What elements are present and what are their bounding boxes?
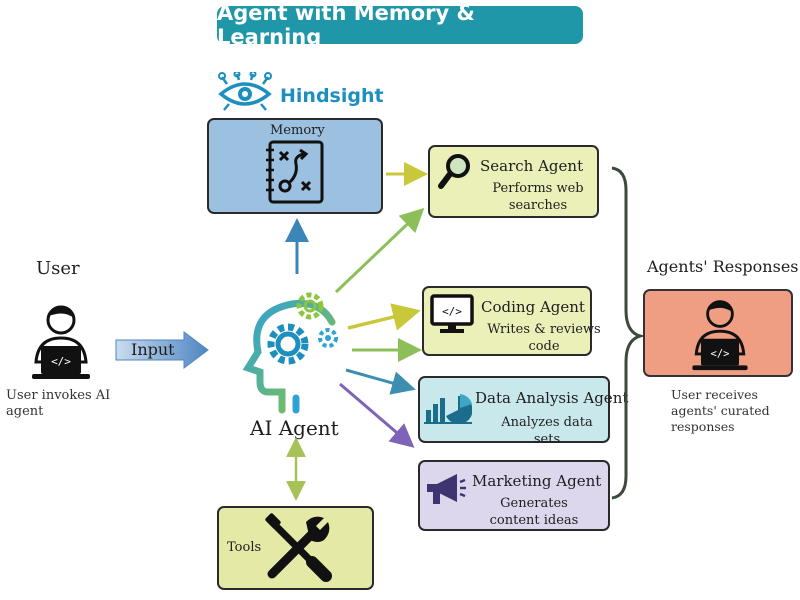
responses-heading: Agents' Responses — [647, 257, 799, 276]
ai-agent-label: AI Agent — [250, 416, 339, 440]
responses-caption-line2: agents' curated — [671, 403, 770, 418]
marketing-agent-title: Marketing Agent — [472, 472, 602, 490]
brand-name: Hindsight — [280, 85, 384, 107]
wrench-screwdriver-icon — [265, 513, 332, 582]
input-label: Input — [131, 340, 175, 359]
code-monitor-icon: </> — [430, 294, 474, 333]
user-caption-line1: User invokes AI — [6, 388, 111, 403]
coding-agent-desc-line2: code — [528, 339, 560, 354]
agent-to-search-arrow — [334, 207, 425, 294]
data-analysis-agent-desc: Analyzes data sets — [501, 415, 593, 447]
search-agent-desc-line1: Performs web — [492, 181, 584, 196]
bar-pie-chart-icon — [424, 394, 472, 424]
agent-to-data-arrow — [345, 368, 416, 395]
magnifier-icon — [438, 154, 470, 189]
data-analysis-agent-title: Data Analysis Agent — [475, 389, 629, 407]
svg-text:</>: </> — [711, 348, 730, 360]
svg-text:</>: </> — [51, 355, 71, 368]
strategy-notebook-icon — [266, 140, 324, 204]
input-arrow — [115, 331, 209, 369]
svg-text:</>: </> — [442, 305, 462, 318]
responses-caption-line3: responses — [671, 419, 735, 434]
megaphone-icon — [427, 474, 466, 504]
ai-head-gears-icon — [242, 292, 338, 414]
search-agent-desc-line2: searches — [508, 198, 568, 213]
coding-agent-title: Coding Agent — [481, 298, 585, 316]
data-analysis-agent-card — [418, 376, 610, 443]
agent-to-marketing-arrow — [339, 382, 415, 448]
user-caption-line2: agent — [6, 404, 44, 419]
coding-agent-desc-line1: Writes & reviews — [487, 322, 601, 337]
user-heading: User — [36, 258, 80, 279]
memory-label: Memory — [270, 123, 325, 138]
agent-to-coding-arrow — [347, 303, 421, 331]
marketing-agent-desc-line1: Generates — [500, 496, 568, 511]
coding-agent-card — [422, 286, 592, 356]
user-laptop-icon: </> — [32, 305, 90, 379]
marketing-agent-desc-line2: content ideas — [489, 513, 579, 528]
responses-brace — [611, 166, 646, 500]
user-receives-icon: </> — [692, 300, 748, 371]
search-agent-title: Search Agent — [480, 157, 584, 175]
eye-logo-icon — [218, 72, 272, 111]
tools-label: Tools — [227, 540, 262, 555]
responses-caption-line1: User receives — [671, 387, 758, 402]
